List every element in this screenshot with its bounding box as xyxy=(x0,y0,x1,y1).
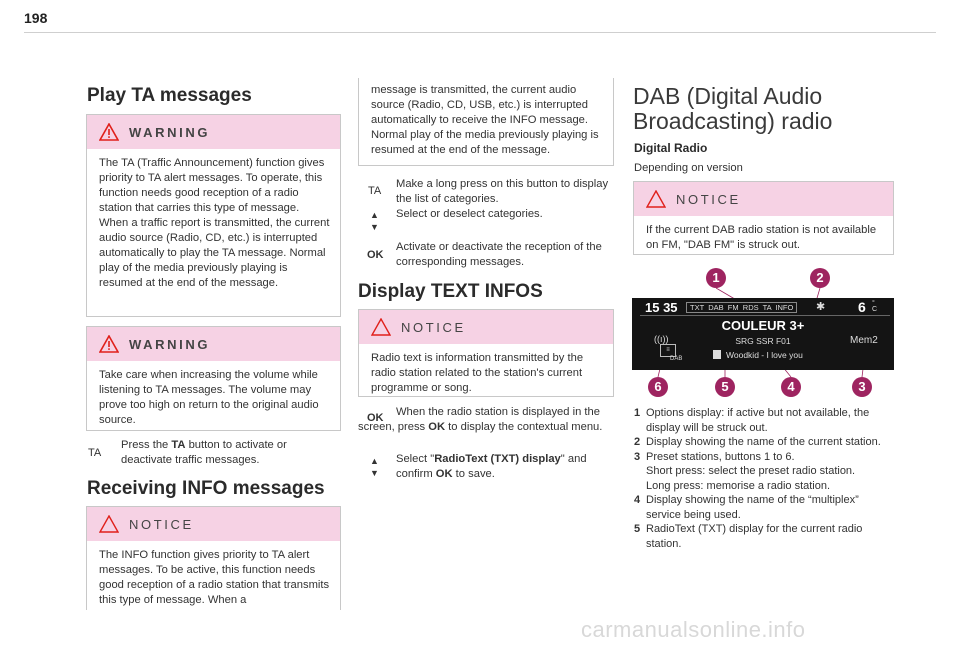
notice-triangle-icon xyxy=(99,515,119,533)
notice-box-info-continued: message is transmitted, the current audi… xyxy=(358,78,614,166)
notice-box-radiotext: NOTICE Radio text is information transmi… xyxy=(358,309,614,397)
ta-instruction-bold: TA xyxy=(171,439,186,451)
notice-label: NOTICE xyxy=(676,191,741,207)
screen-time: 15 35 xyxy=(645,300,678,315)
warning-box-2: WARNING Take care when increasing the vo… xyxy=(86,326,341,431)
warning-label: WARNING xyxy=(129,124,211,140)
notice-text: If the current DAB radio station is not … xyxy=(646,224,877,251)
screen-divider xyxy=(640,315,890,316)
notice-label: NOTICE xyxy=(129,516,194,532)
list-item: 2 Display showing the name of the current… xyxy=(634,435,894,450)
ok-button-symbol: OK xyxy=(367,412,384,424)
notice-box-dab: NOTICE If the current DAB radio station … xyxy=(633,181,894,255)
radiotext-select-text: Select "RadioText (TXT) display" and con… xyxy=(396,452,611,482)
ta-instruction-part: button to activate or deactivate traffic… xyxy=(121,439,287,466)
callout-badge-2: 2 xyxy=(810,268,830,288)
list-item-text: RadioText (TXT) display for the current … xyxy=(646,523,863,550)
warning-text: Take care when increasing the volume whi… xyxy=(99,369,319,426)
radiotext-text-part: " and confirm xyxy=(396,453,587,480)
warning-triangle-icon xyxy=(99,335,119,353)
ok-text-part: When the radio station is displayed in t… xyxy=(358,406,600,433)
screen-radiotext: Woodkid - I love you xyxy=(726,350,803,360)
warning-text: The TA (Traffic Announcement) function g… xyxy=(99,157,330,289)
arrows-up-down-icon: ▲ ▼ xyxy=(370,210,379,232)
radiotext-text-part: Select " xyxy=(396,453,435,465)
screen-preset: Mem2 xyxy=(850,335,878,346)
notice-triangle-icon xyxy=(646,190,666,208)
dab-title: DAB (Digital Audio Broadcasting) radio xyxy=(633,83,833,134)
list-item-text: Preset stations, buttons 1 to 6. Short p… xyxy=(646,450,856,492)
page-number: 198 xyxy=(24,10,48,26)
ok-text-part: to display the contextual menu. xyxy=(445,421,603,433)
digital-radio-subheading: Digital Radio xyxy=(634,141,708,155)
radio-display-screen: 15 35 TXT DAB FM RDS TA INFO ✱ 6 °C COUL… xyxy=(632,298,894,370)
warning-triangle-icon xyxy=(99,123,119,141)
notice-label: NOTICE xyxy=(401,319,466,335)
list-item-text: Options display: if active but not avail… xyxy=(646,407,870,434)
list-item-number: 4 xyxy=(634,494,641,506)
ok-button-symbol: OK xyxy=(367,249,384,261)
screen-indicators: TXT DAB FM RDS TA INFO xyxy=(686,302,798,313)
list-item-number: 3 xyxy=(634,450,641,463)
depending-on-version: Depending on version xyxy=(634,162,743,174)
ta-instruction-part: Press the xyxy=(121,439,172,451)
bluetooth-icon: ✱ xyxy=(816,301,826,313)
radiotext-text-part: to save. xyxy=(452,468,495,480)
watermark: carmanualsonline.info xyxy=(581,617,806,642)
callout-badge-3: 3 xyxy=(852,377,872,397)
ta-button-symbol: TA xyxy=(88,447,102,459)
list-item: 1 Options display: if active but not avai… xyxy=(634,406,894,435)
legend-list: 1 Options display: if active but not avai… xyxy=(634,406,894,551)
callout-badge-6: 6 xyxy=(648,377,668,397)
list-item-number: 5 xyxy=(634,523,641,535)
screen-temperature: 6 xyxy=(858,299,866,315)
heading-display-text-infos: Display TEXT INFOS xyxy=(358,281,543,302)
radiotext-text-bold: OK xyxy=(435,468,453,480)
callout-badge-4: 4 xyxy=(781,377,801,397)
dab-logo-icon: ≡ xyxy=(660,344,676,357)
radiotext-icon xyxy=(713,350,721,359)
ok-activate-text: Activate or deactivate the reception of … xyxy=(396,241,602,268)
callout-badge-1: 1 xyxy=(706,268,726,288)
ta-instruction: Press the TA button to activate or deact… xyxy=(121,438,336,468)
select-categories-text: Select or deselect categories. xyxy=(396,208,543,220)
top-divider xyxy=(24,32,936,33)
list-item-text: Display showing the name of the current … xyxy=(646,436,881,448)
warning-label: WARNING xyxy=(129,336,211,352)
callout-badge-5: 5 xyxy=(715,377,735,397)
list-item-number: 2 xyxy=(634,436,641,448)
ok-contextual-menu-text: When the radio station is displayed in t… xyxy=(358,405,614,435)
heading-play-ta: Play TA messages xyxy=(87,85,252,106)
ta-button-symbol: TA xyxy=(368,185,382,197)
notice-text: Radio text is information transmitted by… xyxy=(371,352,584,394)
heading-receiving-info: Receiving INFO messages xyxy=(87,478,325,499)
ok-text-bold: OK xyxy=(428,421,446,433)
list-item-number: 1 xyxy=(634,407,641,419)
temperature-unit-icon: °C xyxy=(872,300,878,313)
list-item-text: Display showing the name of the “multipl… xyxy=(646,494,859,521)
radiotext-text-bold: RadioText (TXT) display xyxy=(434,453,561,465)
antenna-icon: ((ı)) xyxy=(654,334,669,344)
warning-box-1: WARNING The TA (Traffic Announcement) fu… xyxy=(86,114,341,317)
screen-multiplex: SRG SSR F01 xyxy=(735,336,791,346)
screen-dab-label: DAB xyxy=(670,356,683,362)
list-item: 3 Preset stations, buttons 1 to 6. Short … xyxy=(634,450,894,494)
notice-text: The INFO function gives priority to TA a… xyxy=(99,549,330,606)
ta-long-press-text: Make a long press on this button to disp… xyxy=(396,178,609,205)
list-item: 4 Display showing the name of the “multip… xyxy=(634,493,894,522)
screen-station-name: COULEUR 3+ xyxy=(721,318,805,333)
arrows-up-down-icon: ▲ ▼ xyxy=(370,456,379,478)
list-item: 5 RadioText (TXT) display for the current… xyxy=(634,522,894,551)
notice-box-info: NOTICE The INFO function gives priority … xyxy=(86,506,341,610)
notice-text-continued: message is transmitted, the current audi… xyxy=(371,84,599,156)
notice-triangle-icon xyxy=(371,318,391,336)
